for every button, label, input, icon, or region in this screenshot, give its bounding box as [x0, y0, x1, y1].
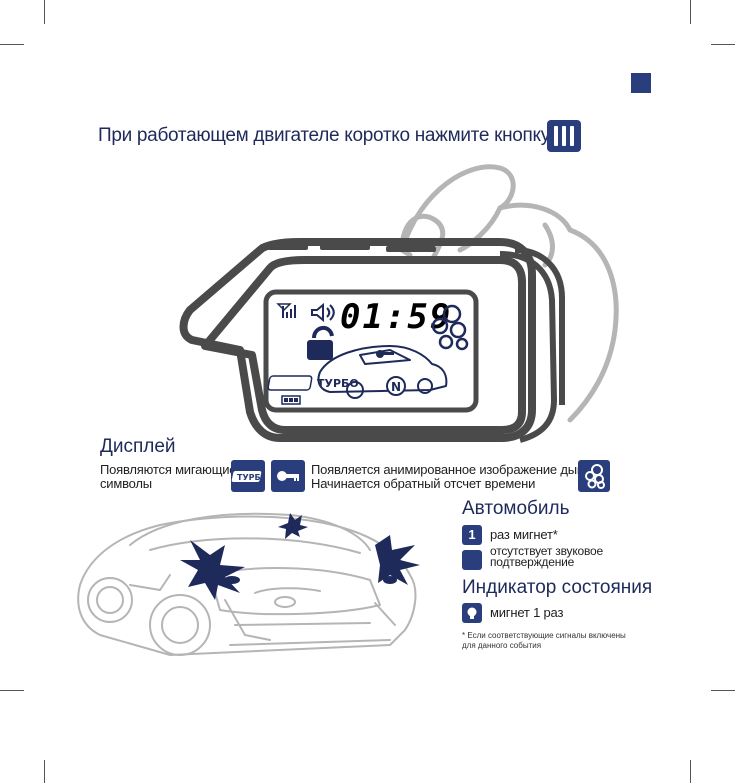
key-badge-icon — [271, 460, 305, 492]
lcd-turbo-badge: ТУРБО — [267, 375, 359, 391]
blink-count-badge: 1 — [462, 525, 482, 545]
display-heading: Дисплей — [100, 436, 176, 457]
car-illustration — [77, 512, 420, 656]
unlocked-padlock-icon — [307, 326, 334, 360]
key-icon — [376, 350, 394, 358]
footnote: * Если соответствующие сигналы включены … — [462, 631, 626, 650]
lcd-gear-label: N — [391, 380, 401, 394]
crop-mark — [44, 760, 45, 783]
smoke-badge-icon — [578, 460, 610, 492]
crop-mark — [44, 0, 45, 24]
no-sound-text: отсутствует звуковое подтверждение — [490, 544, 603, 569]
crop-mark — [690, 0, 691, 24]
hand-icon — [399, 164, 619, 423]
instruction-title: При работающем двигателе коротко нажмите… — [98, 125, 550, 146]
car-blink-text: раз мигнет* — [490, 527, 558, 542]
crop-mark — [690, 760, 691, 783]
turbo-badge-icon: ТУРБО — [231, 460, 268, 492]
smoke-icon — [431, 304, 469, 351]
headlight-flash-icon — [180, 513, 420, 600]
no-sound-badge — [462, 550, 482, 570]
crop-mark — [0, 690, 24, 691]
led-indicator-icon — [462, 603, 482, 623]
indicator-heading: Индикатор состояния — [462, 577, 653, 598]
car-heading: Автомобиль — [462, 498, 570, 519]
signal-icon — [276, 303, 296, 318]
battery-icon — [281, 395, 301, 405]
crop-mark — [711, 44, 735, 45]
lcd-time: 01:59 — [340, 297, 452, 337]
remote-fob-illustration: 01:59 ТУРБО N — [179, 164, 619, 443]
page-marker-square — [631, 73, 651, 93]
smoke-animation-text: Появляется анимированное изображение дым… — [311, 462, 593, 491]
indicator-blink-text: мигнет 1 раз — [490, 605, 564, 620]
speaker-icon — [311, 302, 335, 323]
svg-text:ТУРБО: ТУРБО — [237, 473, 265, 482]
svg-text:ТУРБО: ТУРБО — [317, 377, 359, 390]
lcd-gear-circle — [386, 376, 406, 396]
button-three-icon — [547, 120, 581, 152]
crop-mark — [711, 690, 735, 691]
crop-mark — [0, 44, 24, 45]
blinking-symbols-text: Появляются мигающие символы — [100, 462, 237, 491]
fob-body — [179, 238, 536, 442]
